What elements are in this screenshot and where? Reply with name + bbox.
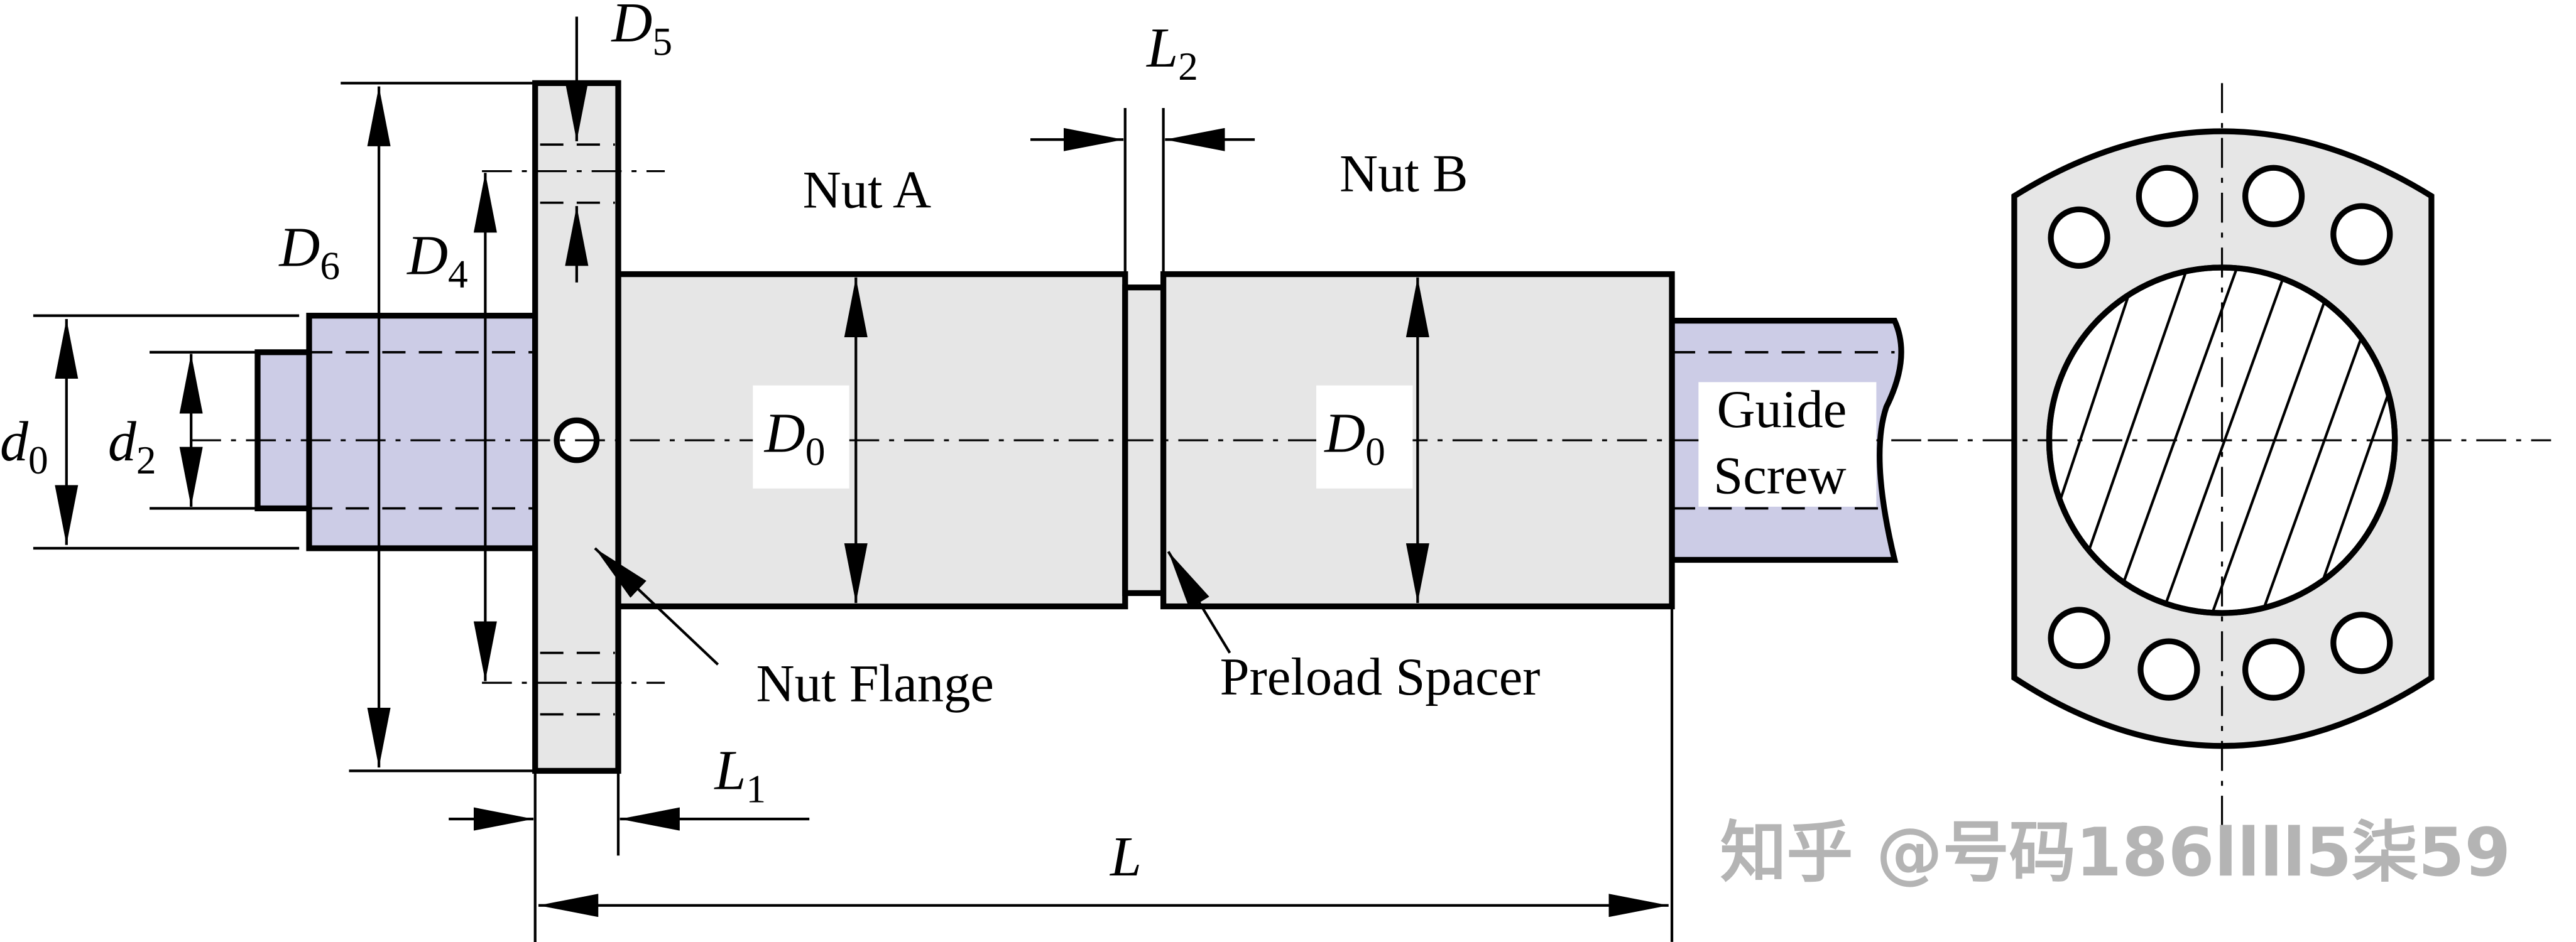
label-D0-nut-b: D0 — [1323, 403, 1385, 474]
label-D5: D5 — [610, 0, 672, 63]
label-L: L — [1109, 826, 1142, 888]
label-nut-flange: Nut Flange — [756, 654, 994, 713]
nut-flange — [482, 80, 665, 774]
watermark: 知乎 @号码186llll5柒59 — [1720, 814, 2511, 891]
dimension-lines — [33, 16, 1674, 942]
label-D6: D6 — [278, 216, 340, 288]
label-D0-nut-a: D0 — [763, 403, 826, 474]
label-nut-b: Nut B — [1340, 144, 1468, 203]
label-guide-screw: Guide Screw — [1713, 381, 1860, 506]
label-nut-a: Nut A — [803, 161, 932, 220]
label-D4: D4 — [406, 225, 468, 296]
end-view — [1928, 83, 2551, 831]
label-L1: L1 — [713, 740, 766, 811]
label-d2: d2 — [108, 411, 156, 482]
label-preload-spacer: Preload Spacer — [1220, 648, 1541, 706]
left-hub — [254, 313, 538, 551]
label-L2: L2 — [1145, 17, 1198, 89]
label-d0: d0 — [0, 411, 48, 482]
